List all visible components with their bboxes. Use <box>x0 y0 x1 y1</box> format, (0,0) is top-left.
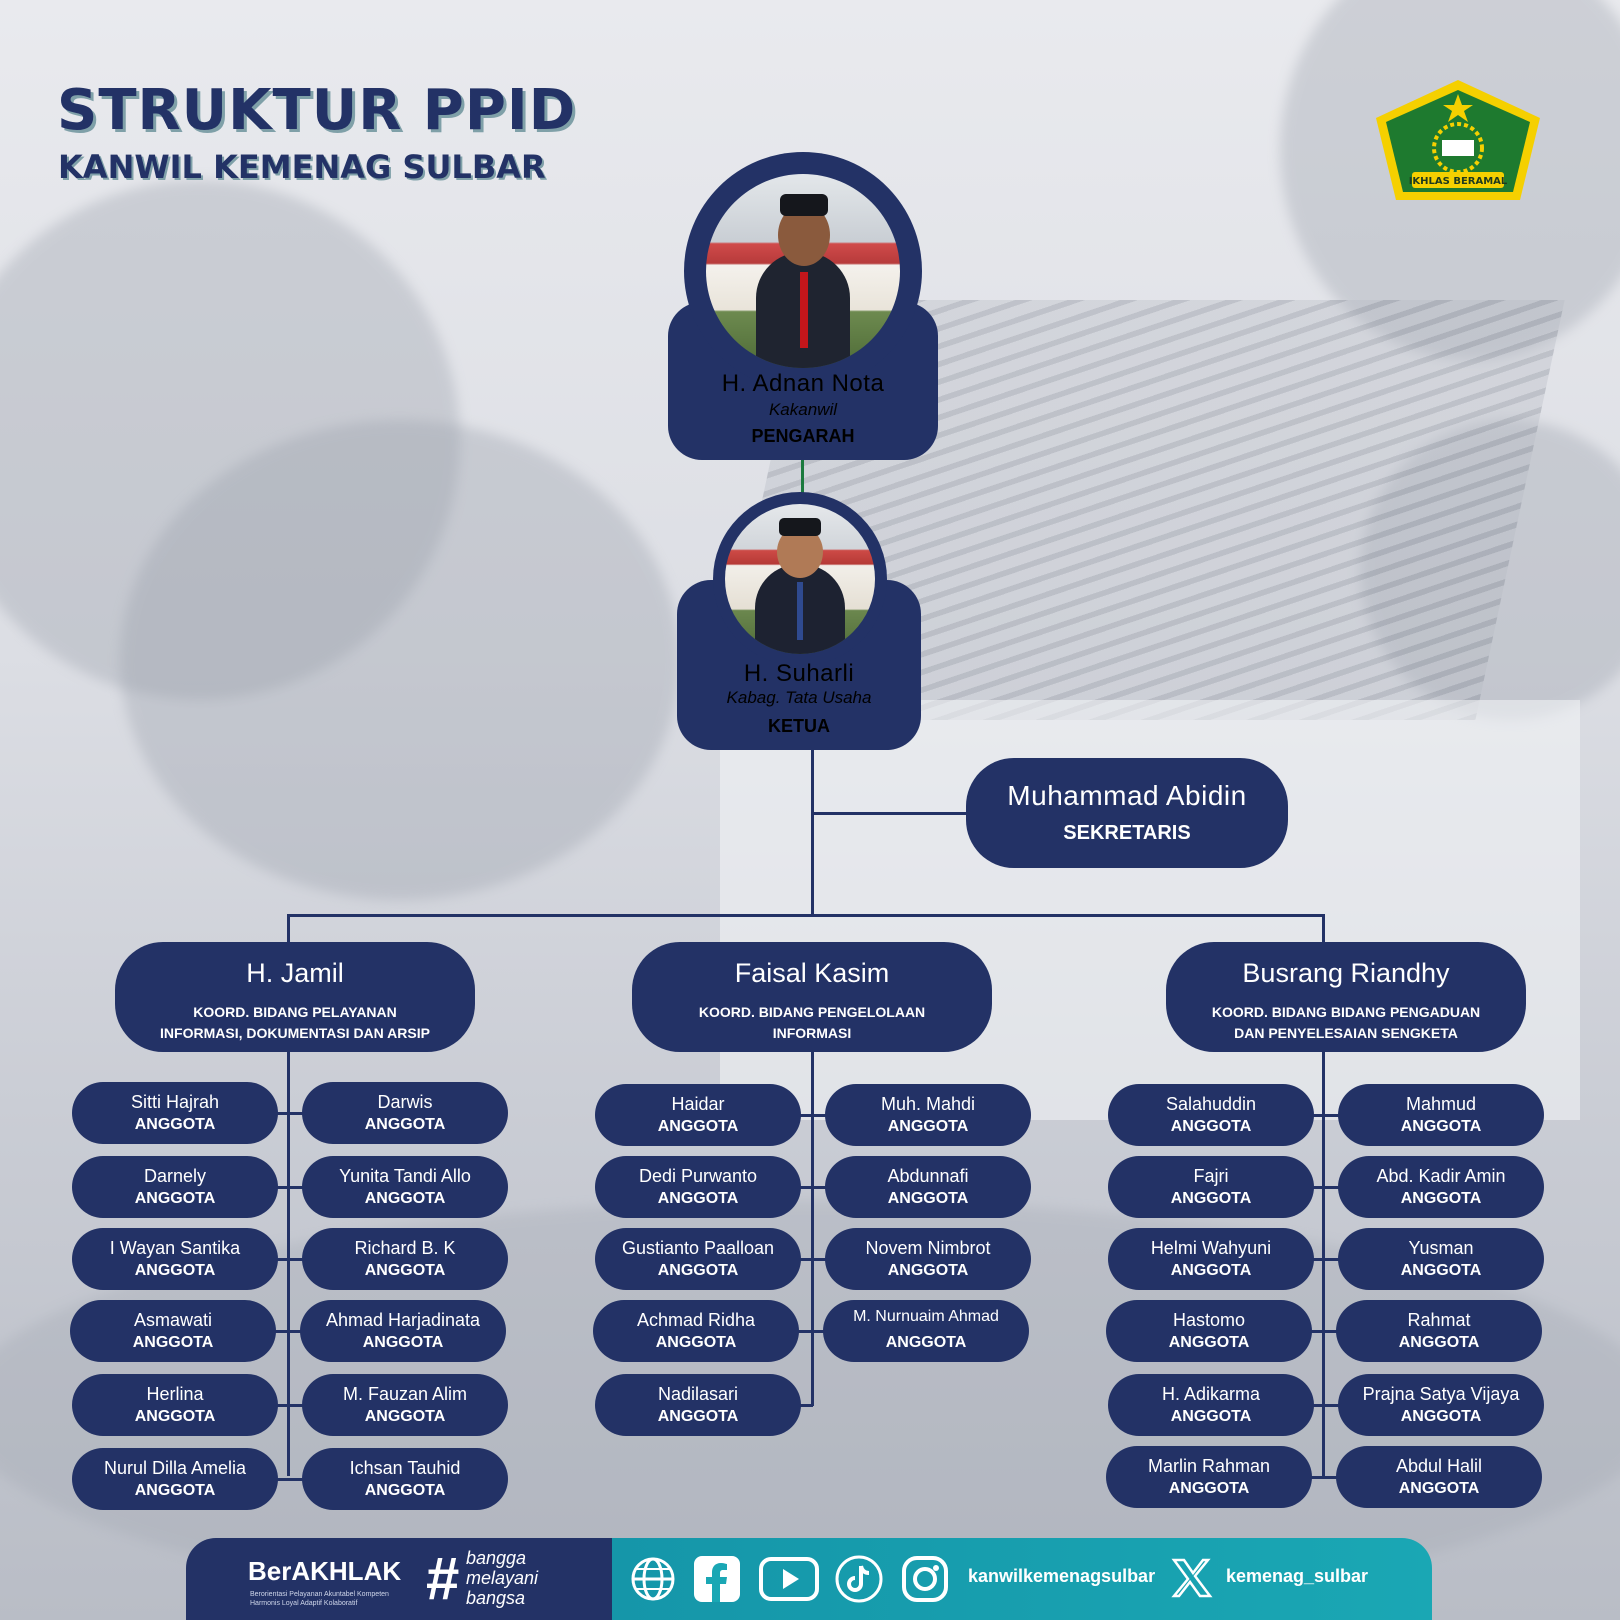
ketua-name: H. Suharli <box>743 660 855 687</box>
ketua-role: KETUA <box>768 716 830 736</box>
connector-sekretaris <box>811 812 971 815</box>
globe-icon[interactable] <box>630 1556 676 1602</box>
youtube-icon[interactable] <box>758 1556 820 1602</box>
x-handle[interactable]: kemenag_sulbar <box>1226 1566 1369 1586</box>
coordinator-name: H. Jamil <box>246 958 344 988</box>
x-icon[interactable] <box>1170 1556 1214 1600</box>
sekretaris-card: Muhammad Abidin SEKRETARIS <box>966 758 1288 868</box>
coordinator-role: KOORD. BIDANG PELAYANAN INFORMASI, DOKUM… <box>160 1004 430 1041</box>
sekretaris-role: SEKRETARIS <box>1063 822 1191 844</box>
logo-text: IKHLAS BERAMAL <box>1409 176 1508 187</box>
tiktok-icon[interactable] <box>834 1554 884 1604</box>
page-subtitle: KANWIL KEMENAG SULBAR <box>58 148 546 186</box>
social-handle[interactable]: kanwilkemenagsulbar <box>968 1566 1156 1586</box>
footer-brand-panel: BerAKHLAK Berorientasi Pelayanan Akuntab… <box>186 1538 612 1620</box>
kemenag-emblem-icon: IKHLAS BERAMAL <box>1376 80 1540 200</box>
pengarah-position: Kakanwil <box>768 400 838 419</box>
pengarah-photo <box>706 174 900 368</box>
coordinator-role: KOORD. BIDANG PENGELOLAAN INFORMASI <box>698 1004 926 1041</box>
pengarah-name: H. Adnan Nota <box>721 370 885 397</box>
hashtag-symbol: # <box>426 1545 460 1612</box>
ketua-card: H. Suharli Kabag. Tata Usaha KETUA <box>677 492 921 750</box>
instagram-icon[interactable] <box>900 1554 950 1604</box>
coordinator-name: Faisal Kasim <box>734 958 890 988</box>
connector-horizontal <box>287 914 1325 917</box>
footer-bar: BerAKHLAK Berorientasi Pelayanan Akuntab… <box>186 1538 1432 1620</box>
connector-pengarah-ketua <box>801 460 804 500</box>
berakhlak-logo: BerAKHLAK <box>248 1556 402 1586</box>
connector-group2 <box>811 1050 814 1406</box>
ketua-photo <box>725 504 875 654</box>
coordinator-card-3: Busrang Riandhy KOORD. BIDANG BIDANG PEN… <box>1166 942 1526 1052</box>
coordinator-name: Busrang Riandhy <box>1242 958 1450 988</box>
hashtag-text: bangga melayani bangsa <box>466 1548 539 1608</box>
connector-ketua-down <box>811 748 814 914</box>
facebook-icon[interactable] <box>692 1554 742 1604</box>
pengarah-role: PENGARAH <box>751 426 855 446</box>
coordinator-card-1: H. Jamil KOORD. BIDANG PELAYANAN INFORMA… <box>115 942 475 1052</box>
berakhlak-tagline: Berorientasi Pelayanan Akuntabel Kompete… <box>250 1591 389 1607</box>
page-title: STRUKTUR PPID <box>57 78 577 143</box>
pengarah-card: H. Adnan Nota Kakanwil PENGARAH <box>668 152 938 460</box>
connector-group1 <box>287 1052 290 1476</box>
connector-group3 <box>1322 1052 1325 1476</box>
footer-social-panel: kanwilkemenagsulbar kemenag_sulbar <box>612 1538 1432 1620</box>
coordinator-card-2: Faisal Kasim KOORD. BIDANG PENGELOLAAN I… <box>632 942 992 1052</box>
sekretaris-name: Muhammad Abidin <box>1007 780 1247 811</box>
ketua-position: Kabag. Tata Usaha <box>726 688 872 707</box>
coordinator-role: KOORD. BIDANG BIDANG PENGADUAN DAN PENYE… <box>1211 1004 1481 1041</box>
